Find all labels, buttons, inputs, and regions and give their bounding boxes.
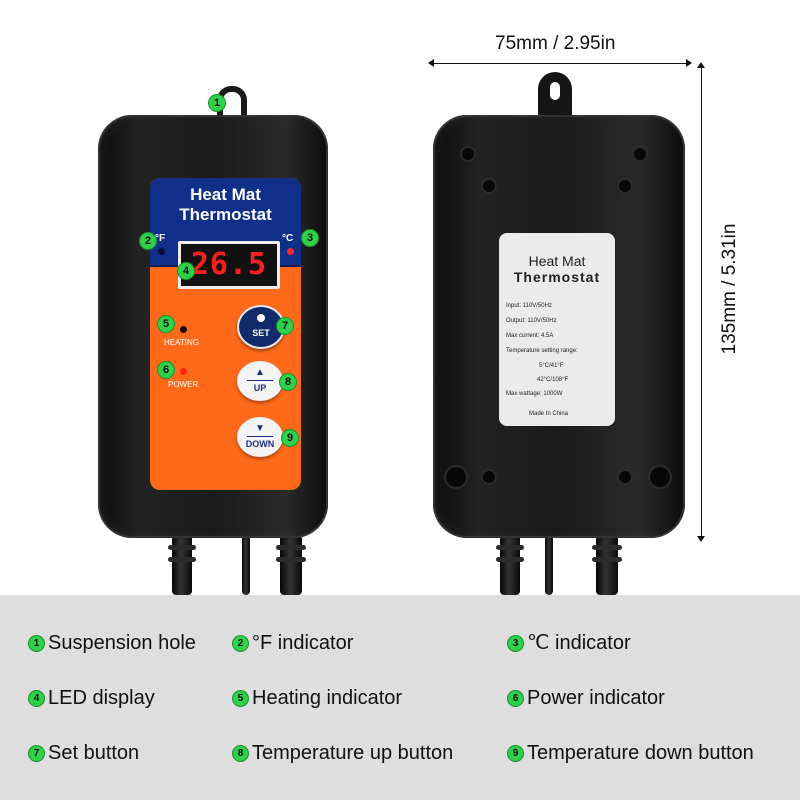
callout-badge-1: 1 [208, 94, 226, 112]
spec-range-max: 42°C/108°F [537, 377, 569, 383]
legend-label: Set button [48, 742, 140, 764]
panel-title-line1: Heat Mat [190, 185, 261, 204]
callout-badge-5: 5 [157, 315, 175, 333]
spec-range-heading: Temperature setting range: [506, 348, 578, 354]
width-dimension-arrow [428, 59, 692, 67]
set-button-dot [257, 314, 265, 322]
callout-badge-4: 4 [177, 262, 195, 280]
led-display: 26.5 [178, 241, 280, 289]
legend-badge: 9 [507, 745, 524, 762]
callout-legend: 1 Suspension hole 2 °F indicator 3 ℃ ind… [0, 595, 800, 800]
back-cable-right [596, 535, 618, 595]
cable-right [280, 535, 302, 595]
legend-badge: 2 [232, 635, 249, 652]
legend-label: Power indicator [527, 687, 665, 709]
height-dimension-label: 135mm / 5.31in [719, 223, 740, 355]
screw-hole [483, 471, 495, 483]
screw-hole [462, 148, 474, 160]
legend-label: °F indicator [252, 632, 354, 654]
set-button[interactable]: SET [237, 305, 285, 349]
callout-badge-6: 6 [157, 361, 175, 379]
legend-badge: 3 [507, 635, 524, 652]
cable-left [172, 535, 192, 595]
spec-output: Output: 110V/50Hz [506, 318, 557, 324]
fahrenheit-unit-label: °F [155, 233, 166, 244]
down-button[interactable]: ▼ DOWN [237, 417, 283, 457]
legend-badge: 8 [232, 745, 249, 762]
cable-ring [496, 557, 524, 562]
power-indicator-label: POWER [168, 380, 199, 389]
screw-hole [619, 471, 631, 483]
spec-title-line1: Heat Mat [528, 253, 586, 269]
legend-badge: 6 [507, 690, 524, 707]
celsius-indicator-led [287, 248, 294, 255]
height-dimension-arrow [697, 62, 705, 542]
up-button[interactable]: ▲ UP [237, 361, 283, 401]
spec-title-line2: Thermostat [513, 269, 601, 285]
legend-badge: 5 [232, 690, 249, 707]
callout-badge-3: 3 [301, 229, 319, 247]
celsius-unit-label: °C [282, 233, 294, 244]
width-dimension-label: 75mm / 2.95in [495, 33, 616, 54]
back-cable-middle [545, 535, 553, 595]
legend-badge: 1 [28, 635, 45, 652]
callout-badge-8: 8 [279, 373, 297, 391]
up-button-label: UP [253, 383, 267, 393]
legend-label: Temperature up button [252, 742, 454, 764]
cable-ring [592, 545, 622, 550]
screw-hole [446, 467, 466, 487]
legend-label: LED display [48, 687, 155, 709]
heating-indicator-label: HEATING [164, 338, 199, 347]
callout-badge-7: 7 [276, 317, 294, 335]
led-display-value: 26.5 [190, 247, 268, 282]
screw-hole [619, 180, 631, 192]
legend-badge: 7 [28, 745, 45, 762]
screw-hole [483, 180, 495, 192]
cable-ring [496, 545, 524, 550]
down-arrow-icon: ▼ [255, 423, 265, 434]
legend-label: Heating indicator [252, 687, 403, 709]
spec-max-wattage: Max wattage: 1000W [506, 391, 563, 397]
callout-badge-2: 2 [139, 232, 157, 250]
legend-badge: 4 [28, 690, 45, 707]
cable-ring [168, 557, 196, 562]
spec-origin: Made In China [529, 411, 569, 417]
down-button-divider [247, 436, 273, 437]
fahrenheit-indicator-led [158, 248, 165, 255]
cable-ring [276, 545, 306, 550]
spec-input: Input: 110V/50Hz [506, 303, 552, 309]
set-button-label: SET [252, 328, 270, 338]
cable-ring [592, 557, 622, 562]
legend-label: Temperature down button [527, 742, 754, 764]
down-button-label: DOWN [245, 439, 275, 449]
screw-hole [650, 467, 670, 487]
legend-label: Suspension hole [48, 632, 196, 654]
spec-max-current: Max current: 4.5A [506, 333, 554, 339]
spec-range-min: 5°C/41°F [539, 363, 564, 369]
up-arrow-icon: ▲ [255, 367, 265, 378]
back-cable-left [500, 535, 520, 595]
heating-indicator-led [180, 326, 187, 333]
product-photo: 75mm / 2.95in 135mm / 5.31in Heat Mat Th… [98, 33, 740, 595]
spec-label: Heat Mat Thermostat Input: 110V/50Hz Out… [499, 233, 615, 426]
up-button-divider [247, 380, 273, 381]
callout-badge-9: 9 [281, 429, 299, 447]
screw-hole [634, 148, 646, 160]
panel-title-line2: Thermostat [179, 205, 272, 224]
cable-ring [168, 545, 196, 550]
cable-middle [242, 535, 250, 595]
legend-label: ℃ indicator [527, 632, 631, 654]
cable-ring [276, 557, 306, 562]
power-indicator-led [180, 368, 187, 375]
back-suspension-hook [538, 72, 572, 120]
